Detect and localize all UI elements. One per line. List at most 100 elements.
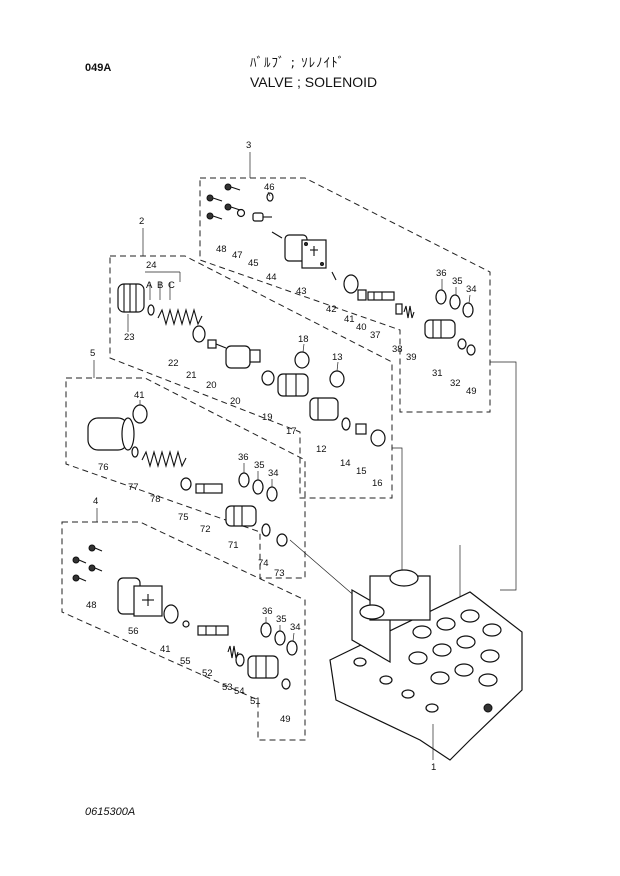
- sleeve-51: [247, 655, 279, 679]
- group-3-parts: [206, 183, 476, 356]
- label-45: 45: [248, 258, 259, 269]
- coil-76: [87, 417, 135, 451]
- solenoid-56: [117, 577, 163, 617]
- label-35-group4: 35: [276, 614, 287, 625]
- label-71: 71: [228, 540, 239, 551]
- group-3-outline: [199, 177, 491, 413]
- label-41-group4: 41: [160, 644, 171, 655]
- label-34-group4: 34: [290, 622, 301, 633]
- label-72: 72: [200, 524, 211, 535]
- oring-34-group3: [462, 302, 474, 318]
- label-35-group5: 35: [254, 460, 265, 471]
- ring-55: [182, 620, 190, 628]
- piston-20b: [225, 345, 261, 369]
- group-5-parts: [87, 404, 288, 547]
- label-5: 5: [90, 348, 95, 359]
- callout-leaders: [127, 191, 471, 642]
- label-23: 23: [124, 332, 135, 343]
- label-2: 2: [139, 216, 144, 227]
- label-78: 78: [150, 494, 161, 505]
- spring-78: [141, 449, 187, 469]
- part-40: [357, 289, 367, 301]
- label-15: 15: [356, 466, 367, 477]
- label-76: 76: [98, 462, 109, 473]
- label-24: 24: [146, 260, 157, 271]
- group-4-parts: [72, 544, 298, 690]
- screw-48-group4: [72, 544, 103, 582]
- label-14: 14: [340, 458, 351, 469]
- label-32: 32: [450, 378, 461, 389]
- label-4: 4: [93, 496, 98, 507]
- label-73: 73: [274, 568, 285, 579]
- spring-22: [157, 307, 203, 327]
- oring-35-group5: [252, 479, 264, 495]
- adjuster-23: [117, 283, 145, 313]
- label-17: 17: [286, 426, 297, 437]
- label-42: 42: [326, 304, 337, 315]
- oring-41-group4: [163, 604, 179, 624]
- oring-36-group3: [435, 289, 447, 305]
- label-24C: C: [168, 280, 175, 291]
- spool-72: [195, 483, 223, 494]
- spring-39: [403, 305, 415, 319]
- oring-34-group4: [286, 640, 298, 656]
- pin-44: [271, 231, 283, 239]
- oring-13: [329, 370, 345, 388]
- label-74: 74: [258, 558, 269, 569]
- sleeve-17: [277, 373, 309, 397]
- label-34-group5: 34: [268, 468, 279, 479]
- label-46: 46: [264, 182, 275, 193]
- part-15: [355, 423, 367, 435]
- label-36-group3: 36: [436, 268, 447, 279]
- label-40: 40: [356, 322, 367, 333]
- label-51: 51: [250, 696, 261, 707]
- label-75: 75: [178, 512, 189, 523]
- ring-54: [235, 653, 245, 667]
- label-38: 38: [392, 344, 403, 355]
- label-52: 52: [202, 668, 213, 679]
- label-37: 37: [370, 330, 381, 341]
- label-39: 39: [406, 352, 417, 363]
- label-55: 55: [180, 656, 191, 667]
- label-22: 22: [168, 358, 179, 369]
- plug-45: [252, 212, 264, 222]
- oring-18: [294, 351, 310, 369]
- oring-41-group5: [132, 404, 148, 424]
- label-41-group5: 41: [134, 390, 145, 401]
- spool-37: [367, 291, 395, 301]
- washer-19: [261, 370, 275, 386]
- page-code: 049A: [85, 62, 112, 74]
- label-19: 19: [262, 412, 273, 423]
- label-16: 16: [372, 478, 383, 489]
- oring-35-group3: [449, 294, 461, 310]
- connector-group-3: [490, 361, 517, 591]
- ring-75: [180, 477, 192, 491]
- label-47: 47: [232, 250, 243, 261]
- label-54: 54: [234, 686, 245, 697]
- label-48-group3: 48: [216, 244, 227, 255]
- label-31: 31: [432, 368, 443, 379]
- label-35-group3: 35: [452, 276, 463, 287]
- plug-16: [370, 429, 386, 447]
- ring-32: [457, 338, 467, 350]
- label-43: 43: [296, 286, 307, 297]
- label-12: 12: [316, 444, 327, 455]
- oring-41-group3: [343, 274, 359, 294]
- label-49-group4: 49: [280, 714, 291, 725]
- port-grid: [408, 609, 502, 687]
- group-4-outline: [61, 521, 306, 741]
- label-20b: 20: [230, 396, 241, 407]
- label-1: 1: [431, 762, 436, 773]
- group-2-outline: [109, 255, 393, 499]
- label-36-group5: 36: [238, 452, 249, 463]
- label-20a: 20: [206, 380, 217, 391]
- screw-48-group3: [206, 183, 241, 220]
- pin-42: [331, 271, 337, 281]
- spool-52: [197, 625, 229, 636]
- oring-46: [266, 192, 274, 202]
- solenoid-43: [284, 234, 327, 269]
- washer-24: [147, 304, 155, 316]
- oring-34-group5: [266, 486, 278, 502]
- label-49-group3: 49: [466, 386, 477, 397]
